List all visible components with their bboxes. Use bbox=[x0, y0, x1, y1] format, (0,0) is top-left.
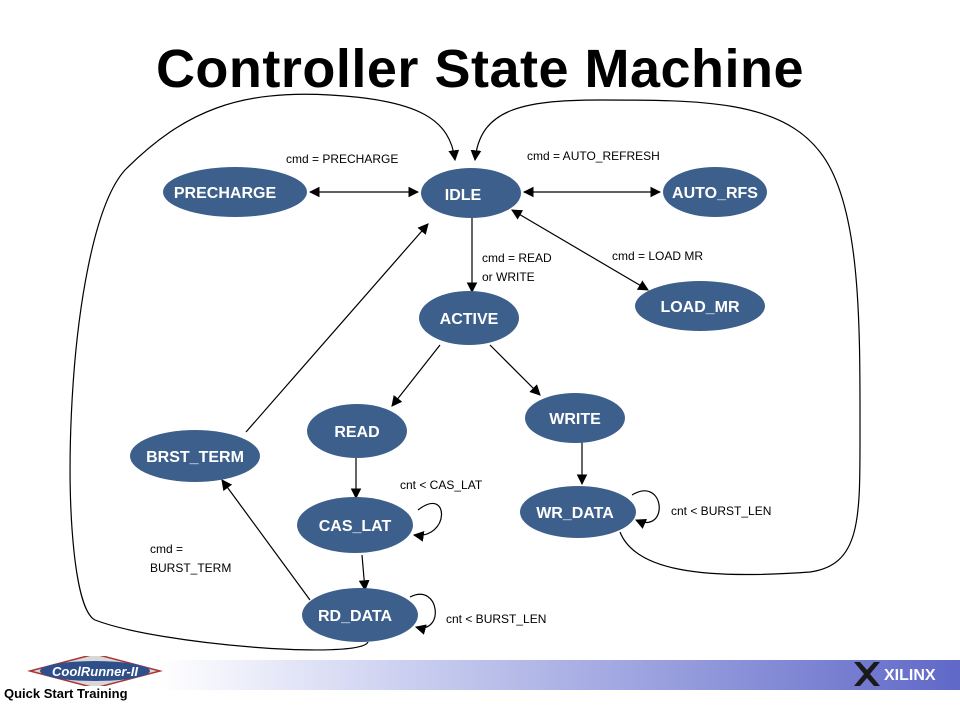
label-cas-lat-loop: cnt < CAS_LAT bbox=[400, 478, 483, 492]
edge-wr-data-idle-loop bbox=[470, 99, 861, 576]
label-auto-refresh: cmd = AUTO_REFRESH bbox=[527, 149, 660, 163]
label-wr-burst-loop: cnt < BURST_LEN bbox=[671, 504, 771, 518]
label-read-write-line2: or WRITE bbox=[482, 270, 535, 284]
edge-rd-data-brst-term bbox=[221, 479, 311, 601]
state-wr-data: WR_DATA bbox=[520, 486, 636, 538]
coolrunner-logo: CoolRunner-II bbox=[27, 656, 163, 686]
state-brst-term: BRST_TERM bbox=[130, 430, 260, 482]
label-read-write-line1: cmd = READ bbox=[482, 251, 552, 265]
state-label: CAS_LAT bbox=[319, 518, 392, 535]
svg-text:XILINX: XILINX bbox=[884, 667, 936, 684]
state-label: WRITE bbox=[549, 411, 601, 428]
edge-brst-term-idle bbox=[245, 223, 429, 433]
state-label: READ bbox=[334, 424, 379, 441]
edge-cas-lat-self-loop bbox=[412, 502, 443, 542]
edge-rd-data-idle-loop bbox=[69, 93, 460, 651]
state-label: BRST_TERM bbox=[146, 449, 244, 466]
state-label: LOAD_MR bbox=[660, 299, 740, 316]
state-cas-lat: CAS_LAT bbox=[297, 497, 413, 553]
label-burst-term-line1: cmd = bbox=[150, 542, 183, 556]
state-read: READ bbox=[307, 404, 407, 458]
edge-active-write bbox=[489, 344, 541, 396]
footer-subtitle: Quick Start Training bbox=[4, 686, 128, 701]
state-label: IDLE bbox=[445, 187, 482, 204]
edge-wr-data-self-loop bbox=[631, 490, 660, 529]
edge-rd-data-self-loop bbox=[409, 593, 436, 635]
state-active: ACTIVE bbox=[419, 291, 519, 345]
state-precharge: PRECHARGE bbox=[163, 167, 307, 217]
edge-active-read bbox=[391, 344, 441, 407]
svg-text:CoolRunner-II: CoolRunner-II bbox=[52, 664, 138, 679]
footer: CoolRunner-II Quick Start Training XILIN… bbox=[0, 656, 960, 720]
footer-gradient-bar bbox=[160, 660, 960, 690]
state-label: PRECHARGE bbox=[174, 185, 277, 202]
label-precharge: cmd = PRECHARGE bbox=[286, 152, 398, 166]
state-load-mr: LOAD_MR bbox=[635, 281, 765, 331]
edge-idle-load-mr bbox=[511, 209, 649, 291]
edges bbox=[69, 93, 861, 651]
state-write: WRITE bbox=[525, 393, 625, 443]
state-auto-rfs: AUTO_RFS bbox=[663, 167, 767, 217]
xilinx-logo: XILINX bbox=[854, 662, 936, 686]
label-load-mr: cmd = LOAD MR bbox=[612, 249, 703, 263]
label-rd-burst-loop: cnt < BURST_LEN bbox=[446, 612, 546, 626]
state-rd-data: RD_DATA bbox=[302, 588, 418, 642]
state-label: AUTO_RFS bbox=[672, 185, 758, 202]
edge-cas-lat-rd-data bbox=[358, 554, 370, 592]
state-idle: IDLE bbox=[421, 168, 521, 218]
state-label: ACTIVE bbox=[440, 311, 499, 328]
slide-title: Controller State Machine bbox=[155, 39, 805, 99]
state-label: WR_DATA bbox=[536, 505, 614, 522]
transition-labels: cmd = PRECHARGE cmd = AUTO_REFRESH cmd =… bbox=[150, 149, 771, 626]
state-label: RD_DATA bbox=[318, 608, 393, 625]
label-burst-term-line2: BURST_TERM bbox=[150, 561, 231, 575]
